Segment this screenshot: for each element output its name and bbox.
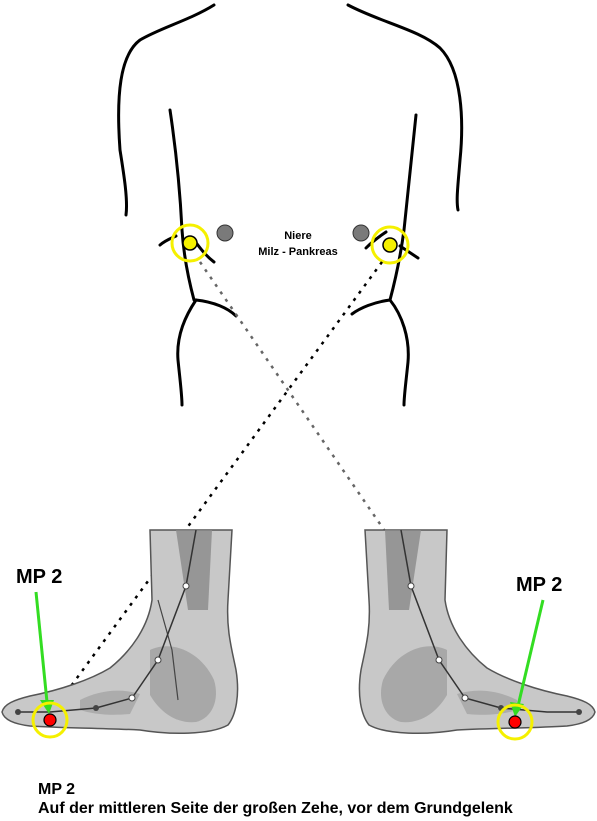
right-foot-illustration xyxy=(358,529,596,735)
caption-description: Auf der mittleren Seite der großen Zehe,… xyxy=(38,800,513,817)
niere-point-right xyxy=(352,224,370,242)
mp2-point-left-ring xyxy=(31,701,69,739)
torso-outline xyxy=(117,3,464,407)
legend-milz-pankreas: Milz - Pankreas xyxy=(258,246,338,258)
legend-niere: Niere xyxy=(284,230,312,242)
mp2-point-left xyxy=(43,713,57,727)
milz-point-right xyxy=(382,237,398,253)
mp2-point-right-ring xyxy=(496,703,534,741)
mp2-point-right xyxy=(508,715,522,729)
niere-point-left xyxy=(216,224,234,242)
caption-title: MP 2 xyxy=(38,781,76,798)
mp2-label-right: MP 2 xyxy=(516,574,563,596)
milz-point-left xyxy=(182,235,198,251)
left-foot-illustration xyxy=(1,529,239,735)
mp2-label-left: MP 2 xyxy=(16,566,63,588)
milz-point-right-ring xyxy=(370,225,410,265)
connector-line-black xyxy=(50,261,384,713)
milz-point-left-ring xyxy=(170,223,210,263)
